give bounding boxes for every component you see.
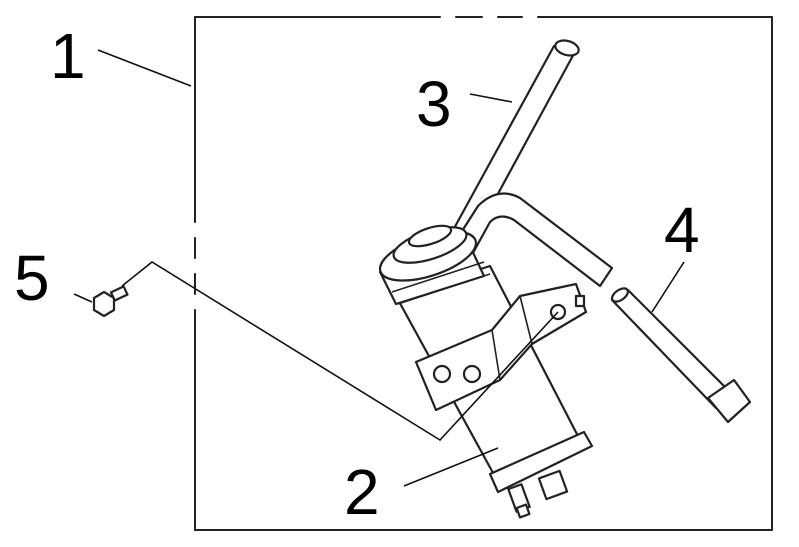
callout-3: 3: [416, 68, 452, 140]
callout-4: 4: [664, 194, 700, 266]
callout-1: 1: [50, 20, 86, 92]
leader-2: [403, 447, 499, 487]
callout-5: 5: [14, 242, 50, 314]
leader-3: [469, 93, 513, 103]
assembly-frame: [194, 16, 773, 531]
bolt-part: [92, 285, 129, 318]
short-tube-part: [610, 287, 752, 424]
leader-5-to-bracket: [121, 261, 559, 442]
leader-1: [97, 49, 192, 87]
callout-2: 2: [344, 456, 380, 528]
bent-hose-part: [448, 192, 614, 288]
leader-5: [73, 293, 93, 303]
leader-lines: [73, 49, 685, 487]
long-tube-part: [438, 39, 580, 262]
leader-4: [651, 261, 685, 313]
mounting-bracket-part: [414, 282, 588, 412]
